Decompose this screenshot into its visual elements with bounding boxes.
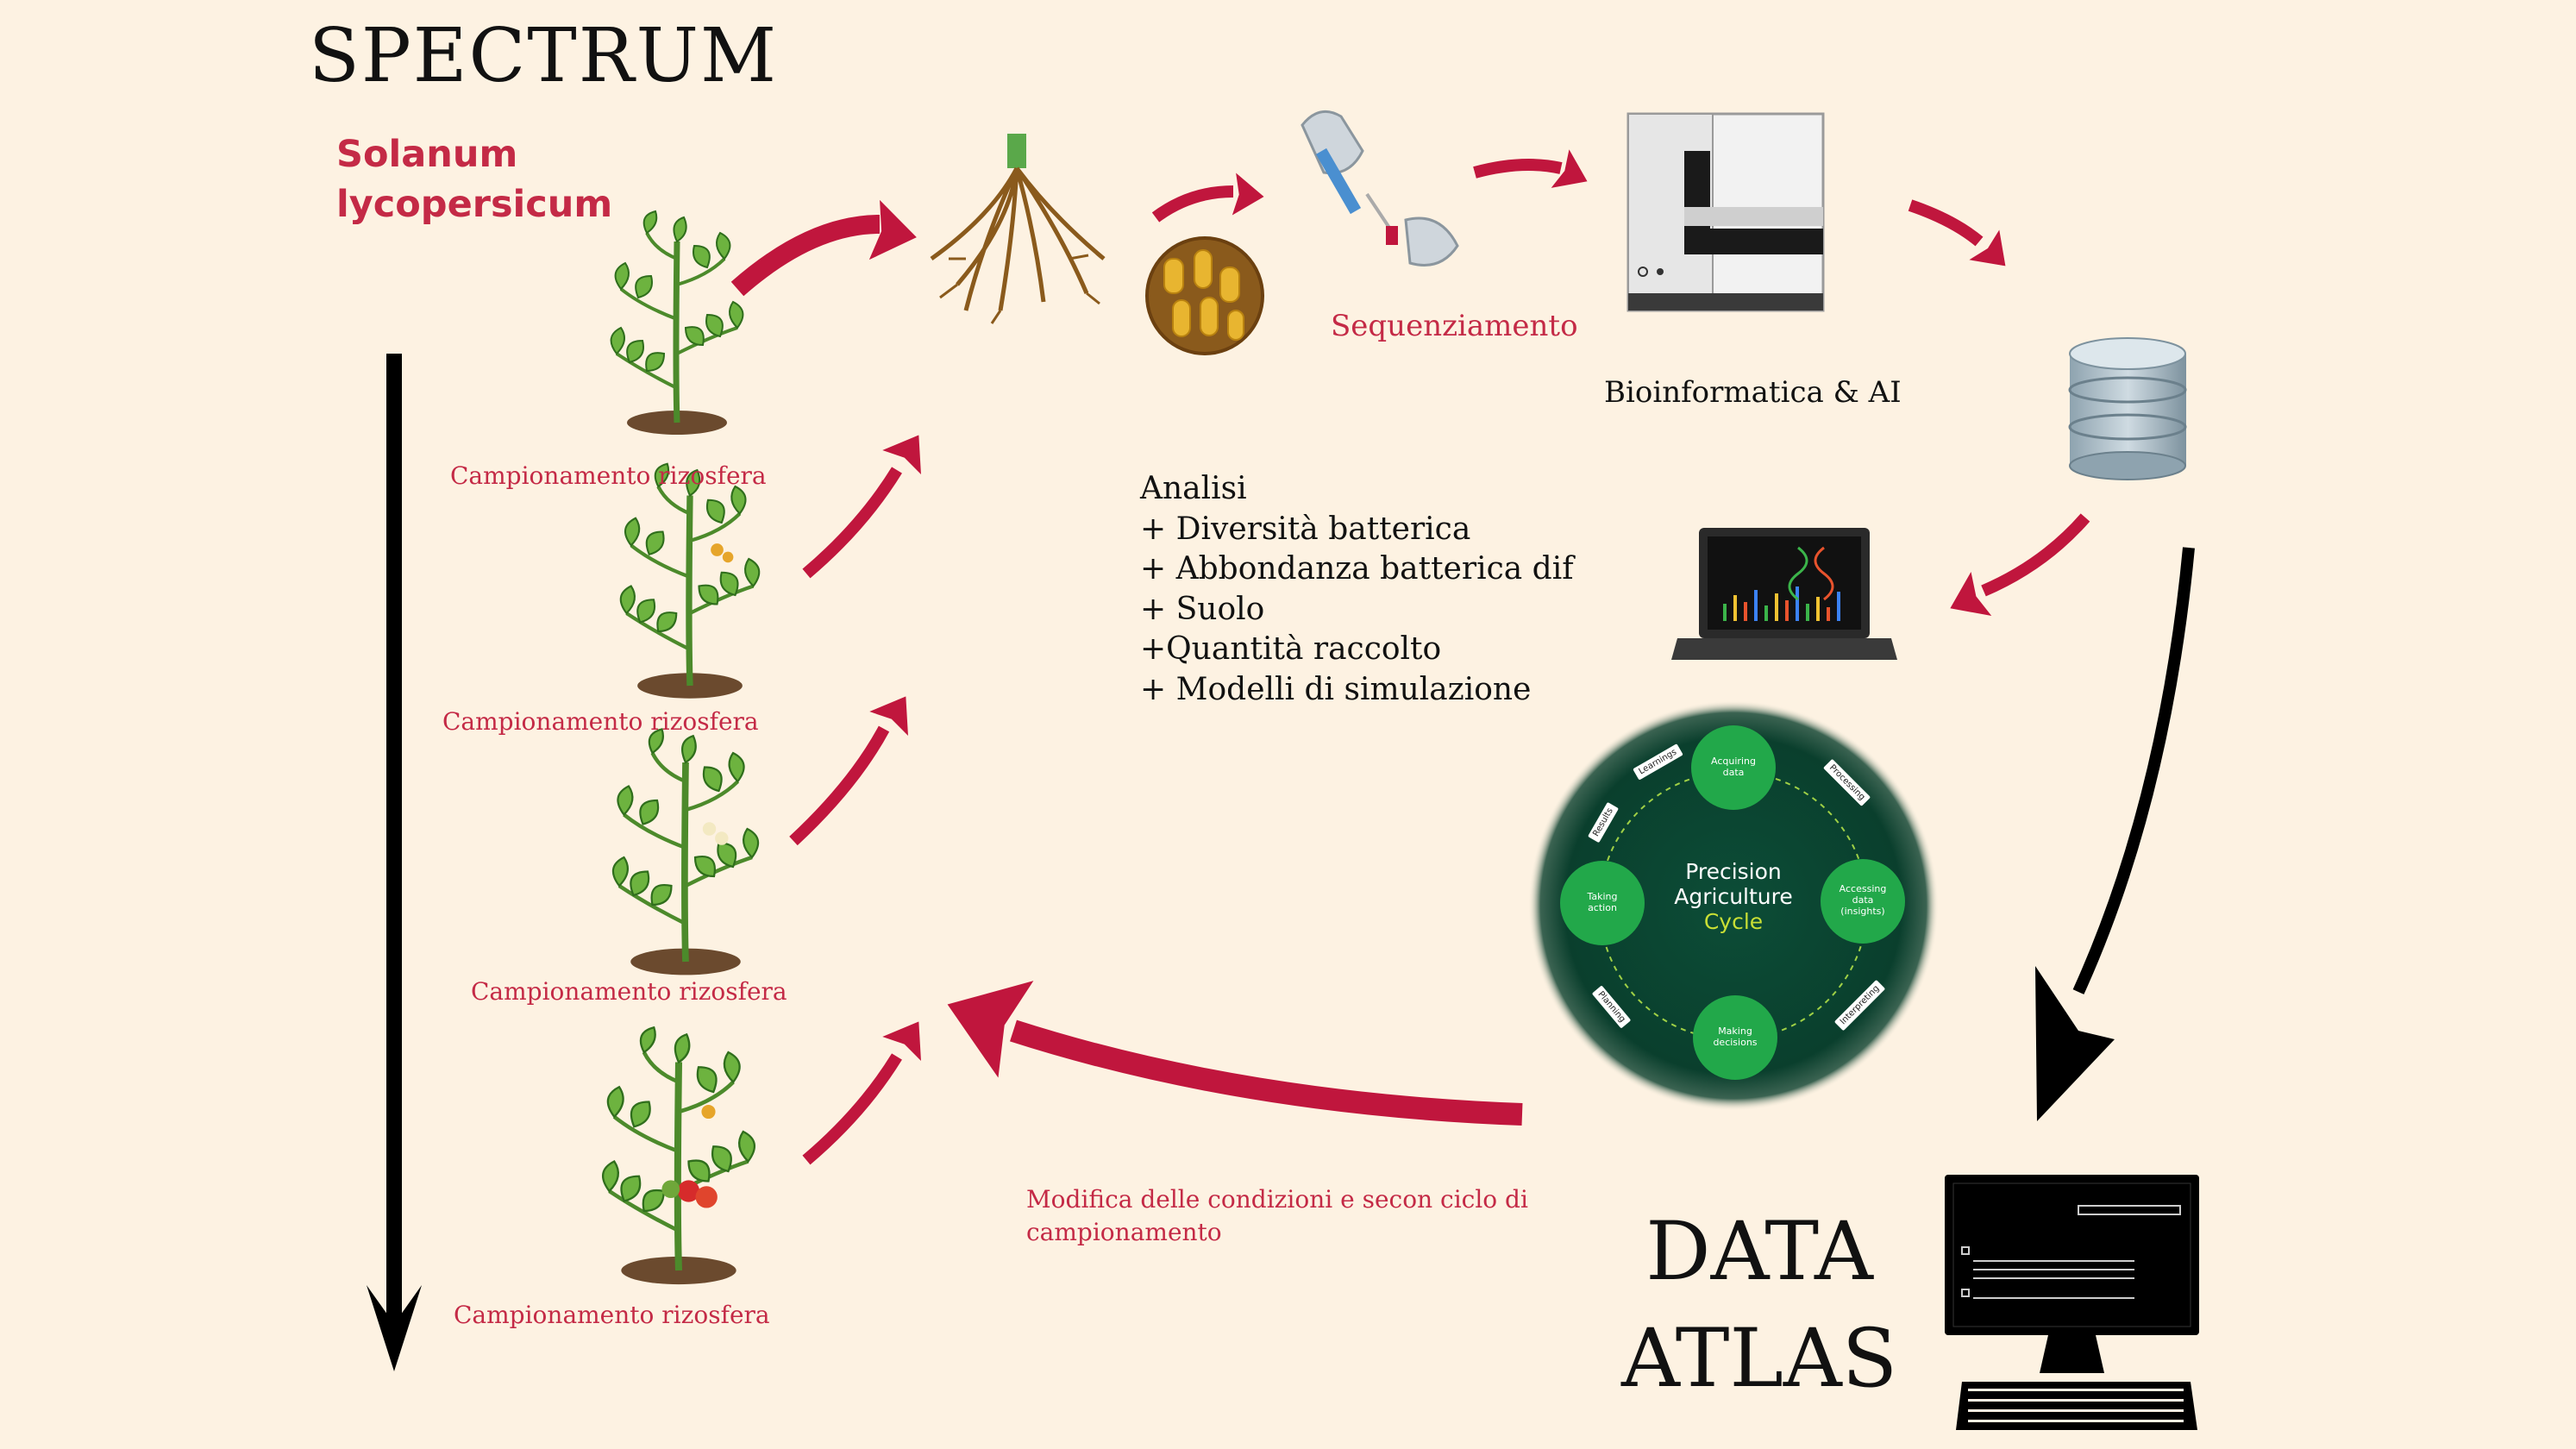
- analysis-list: Analisi + Diversità batterica + Abbondan…: [1140, 469, 1574, 710]
- sequencer-machine: [1626, 112, 1825, 312]
- sampling-label-2: Campionamento rizosfera: [442, 707, 759, 736]
- tomato-plant-2: [621, 464, 760, 699]
- laptop-icon: [1671, 528, 1897, 660]
- roots-illustration: [930, 134, 1106, 324]
- sampling-label-3: Campionamento rizosfera: [471, 977, 787, 1006]
- stage-taking-action: [1560, 861, 1645, 945]
- stage-making-decisions: [1693, 995, 1777, 1080]
- desktop-computer-icon: [1945, 1175, 2199, 1430]
- species-genus: Solanum: [336, 133, 518, 176]
- species-name: Solanum lycopersicum: [336, 129, 612, 229]
- tomato-plant-4: [603, 1027, 755, 1284]
- stage-acquiring-data: [1691, 725, 1776, 810]
- analysis-item: + Suolo: [1140, 591, 1265, 627]
- cycle-center-label: Precision Agriculture Cycle: [1674, 859, 1793, 934]
- data-atlas-title: DATA ATLAS: [1621, 1205, 1898, 1406]
- analysis-item: + Modelli di simulazione: [1140, 671, 1532, 707]
- red-flow-arrows: [730, 149, 2090, 1165]
- tomato-plant-3: [613, 730, 758, 975]
- analysis-heading: Analisi: [1140, 471, 1247, 506]
- pipette-illustration: [1301, 110, 1459, 267]
- bioinformatics-label: Bioinformatica & AI: [1604, 375, 1902, 410]
- tomato-plant-1: [611, 211, 743, 435]
- database-icon: [2068, 337, 2187, 480]
- stage-accessing-data: [1821, 859, 1905, 944]
- sampling-label-1: Campionamento rizosfera: [450, 461, 767, 490]
- modify-conditions-note: Modifica delle condizioni e secon ciclo …: [1026, 1185, 1528, 1246]
- species-epithet: lycopersicum: [336, 183, 613, 226]
- page-title: SPECTRUM: [309, 13, 779, 99]
- sequencing-label: Sequenziamento: [1331, 309, 1578, 343]
- analysis-item: + Abbondanza batterica dif: [1140, 551, 1574, 586]
- timeline-arrow: [367, 354, 422, 1371]
- sampling-label-4: Campionamento rizosfera: [454, 1301, 770, 1329]
- analysis-item: + Diversità batterica: [1140, 511, 1471, 547]
- analysis-item: +Quantità raccolto: [1140, 631, 1442, 667]
- data-atlas-arrow: [2035, 547, 2195, 1121]
- soil-bacteria-disc: [1145, 236, 1264, 355]
- precision-agriculture-cycle: [1528, 700, 1939, 1111]
